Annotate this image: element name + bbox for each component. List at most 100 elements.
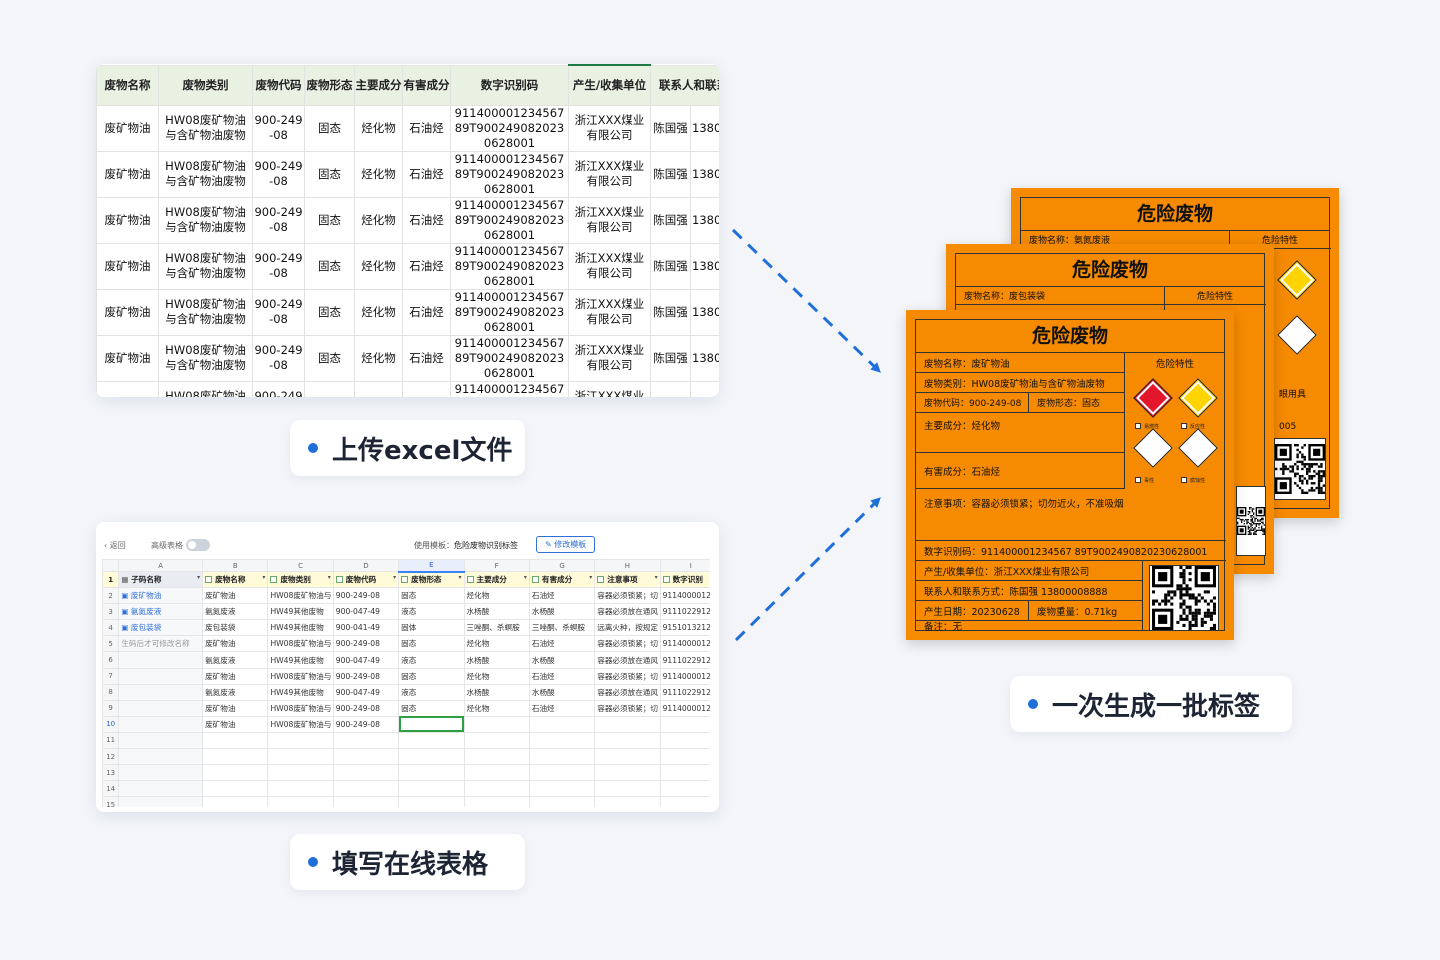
arrow-from-excel (731, 228, 881, 373)
label-title: 危险废物 (956, 254, 1264, 287)
column-letter[interactable]: H (594, 559, 661, 572)
toxic-checkbox[interactable]: 毒性 (1135, 477, 1154, 484)
header-cell[interactable]: 有害成分▾ (528, 570, 596, 589)
sub-code-item[interactable]: ▣ 废包装袋 (118, 619, 204, 637)
dropdown-icon[interactable]: ▾ (458, 574, 462, 582)
excel-table: 废物名称废物类别废物代码废物形态主要成分有害成分数字识别码产生/收集单位联系人和… (96, 64, 719, 397)
sub-code-cell[interactable] (118, 667, 204, 685)
sheet-row: 15 (102, 796, 710, 807)
field-check-icon (466, 576, 474, 584)
field-check-icon (401, 576, 409, 584)
excel-cell: HW08废矿物油与含矿物油废物 (158, 150, 253, 198)
excel-cell: 废矿物油 (96, 334, 159, 382)
sub-code-item[interactable]: ▣ 废矿物油 (118, 587, 204, 605)
back-label: 返回 (109, 541, 126, 550)
excel-header-cell: 废物形态 (304, 64, 355, 106)
sub-code-name: 废矿物油 (130, 591, 162, 601)
excel-header-cell: 产生/收集单位 (568, 64, 651, 106)
dropdown-icon[interactable]: ▾ (523, 574, 527, 582)
sub-code-cell[interactable] (118, 715, 204, 733)
batch-generate-pill: 一次生成一批标签 (1010, 676, 1292, 732)
excel-header-cell: 主要成分 (354, 64, 403, 106)
edit-template-label: 修改模板 (554, 540, 587, 549)
advanced-table-toggle[interactable] (186, 539, 210, 551)
excel-cell: 911400001234567 89T9002490820230628001 (450, 334, 569, 382)
header-cell[interactable]: 废物名称▾ (202, 570, 269, 589)
label-waste-name: 废物名称：废包装袋 (956, 287, 1164, 305)
sub-code-hint[interactable]: 生码后才可修改名称 (118, 635, 204, 653)
header-cell[interactable]: 数字识别▾ (659, 570, 710, 589)
label-waste-name: 废物名称：废矿物油 (916, 353, 1124, 373)
excel-cell: 陈国强 (650, 288, 691, 336)
sub-code-cell[interactable] (118, 764, 204, 782)
excel-cell: 900-249-08 (252, 242, 305, 290)
excel-cell: 900-249-08 (252, 288, 305, 336)
sheet-cell[interactable] (659, 796, 710, 807)
header-cell[interactable]: 废物类别▾ (267, 570, 334, 589)
field-check-icon (662, 576, 670, 584)
label-waste-form: 废物形态：固态 (1028, 393, 1124, 413)
excel-row: 废矿物油HW08废矿物油与含矿物油废物900-249-08固态烃化物石油烃911… (96, 380, 719, 397)
dropdown-icon[interactable]: ▾ (327, 574, 331, 582)
excel-cell: 固态 (304, 242, 355, 290)
sub-code-item[interactable]: ▣ 氨氮废液 (118, 603, 204, 621)
column-letter[interactable]: E (398, 559, 465, 573)
sheet-cell[interactable] (528, 796, 596, 807)
label-hazard-header: 危险特性 (1164, 287, 1266, 305)
label-notice: 注意事项：容器必须锁紧；切勿近火，不准吸烟 (916, 489, 1226, 541)
back-button[interactable]: ‹ 返回 (104, 541, 126, 550)
edit-template-button[interactable]: ✎ 修改模板 (536, 536, 596, 553)
label-protect-text: 眼用具 (1279, 389, 1307, 400)
excel-cell: 陈国强 (650, 334, 691, 382)
reactivity-icon (1277, 260, 1317, 300)
excel-cell: 900-249-08 (252, 150, 305, 198)
excel-cell: 浙江XXX煤业有限公司 (568, 104, 651, 152)
column-letter[interactable]: B (202, 559, 269, 572)
sheet-cell[interactable] (463, 796, 530, 807)
dropdown-icon[interactable]: ▾ (262, 574, 266, 582)
excel-cell: 1380C (690, 196, 719, 244)
sub-code-name: 废包装袋 (130, 623, 162, 633)
header-label: 废物形态 (411, 575, 442, 585)
label-waste-code: 废物代码：900-249-08 (916, 393, 1028, 413)
bullet-dot (308, 857, 318, 867)
label-date: 产生日期：20230628 (916, 601, 1028, 621)
fill-online-pill: 填写在线表格 (290, 834, 525, 890)
header-cell[interactable]: ▦ 子码名称▾ (118, 570, 204, 589)
header-cell[interactable]: 主要成分 ▾ (463, 570, 530, 589)
header-label: 主要成分 (476, 575, 507, 585)
flammable-checkbox[interactable]: 易燃性 (1135, 423, 1159, 430)
corrosive-checkbox[interactable]: 腐蚀性 (1181, 477, 1205, 484)
sub-code-cell[interactable] (118, 683, 204, 701)
dropdown-icon[interactable]: ▾ (197, 574, 201, 582)
column-letter[interactable]: D (332, 559, 400, 572)
sub-code-cell[interactable] (118, 748, 204, 766)
column-letter[interactable]: F (463, 559, 530, 572)
row-number: 14 (102, 780, 120, 798)
qr-code-icon (1149, 565, 1219, 631)
dropdown-icon[interactable]: ▾ (589, 574, 593, 582)
label-remark: 备注：无 (916, 621, 1142, 633)
advanced-table-label: 高级表格 (151, 541, 183, 550)
reactivity-checkbox[interactable]: 反应性 (1181, 423, 1205, 430)
label-title: 危险废物 (916, 320, 1224, 353)
excel-cell: 1380C (690, 104, 719, 152)
dropdown-icon[interactable]: ▾ (654, 574, 658, 582)
label-main-component: 主要成分：烃化物 (916, 413, 1124, 453)
excel-cell: 浙江XXX煤业有限公司 (568, 196, 651, 244)
label-harmful-component: 有害成分：石油烃 (916, 453, 1124, 489)
qr-code-icon (1236, 486, 1266, 556)
excel-cell: 固态 (304, 150, 355, 198)
column-letter[interactable]: G (528, 559, 596, 572)
excel-cell: 1380C (690, 380, 719, 397)
excel-cell: 固态 (304, 196, 355, 244)
dropdown-icon[interactable]: ▾ (393, 574, 397, 582)
excel-cell: 固态 (304, 104, 355, 152)
